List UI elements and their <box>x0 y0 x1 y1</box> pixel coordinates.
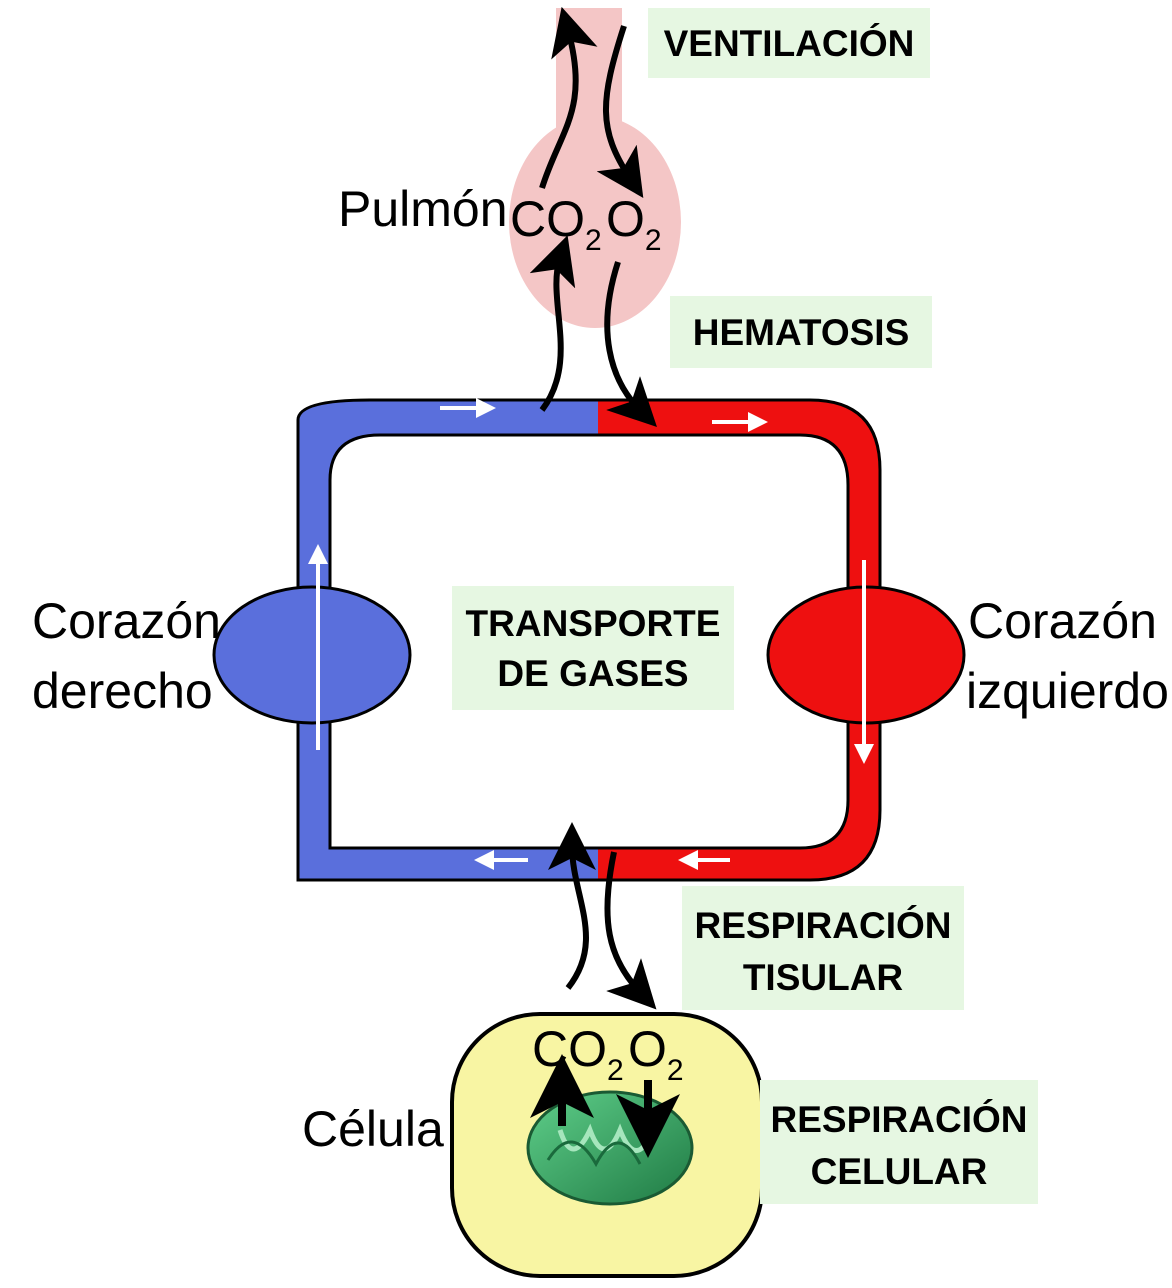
resp-celular-label-line2: CELULAR <box>811 1151 988 1192</box>
resp-tisular-label-line2: TISULAR <box>743 957 903 998</box>
pulmon-label: Pulmón <box>338 181 508 237</box>
resp-tisular-label-line1: RESPIRACIÓN <box>695 904 952 946</box>
ventilacion-label: VENTILACIÓN <box>664 22 915 64</box>
celula-label: Célula <box>302 1101 444 1157</box>
corazon-izquierdo-label-line1: Corazón <box>968 593 1157 649</box>
transporte-label-line1: TRANSPORTE <box>466 603 721 644</box>
corazon-izquierdo-label-line2: izquierdo <box>966 663 1169 719</box>
corazon-derecho-label-line2: derecho <box>32 663 213 719</box>
hematosis-label: HEMATOSIS <box>693 312 910 353</box>
corazon-derecho-label-line1: Corazón <box>32 593 221 649</box>
resp-celular-label-line1: RESPIRACIÓN <box>771 1098 1028 1140</box>
transporte-label-line2: DE GASES <box>497 653 688 694</box>
right-heart <box>214 587 410 723</box>
mitochondrion <box>528 1092 692 1204</box>
